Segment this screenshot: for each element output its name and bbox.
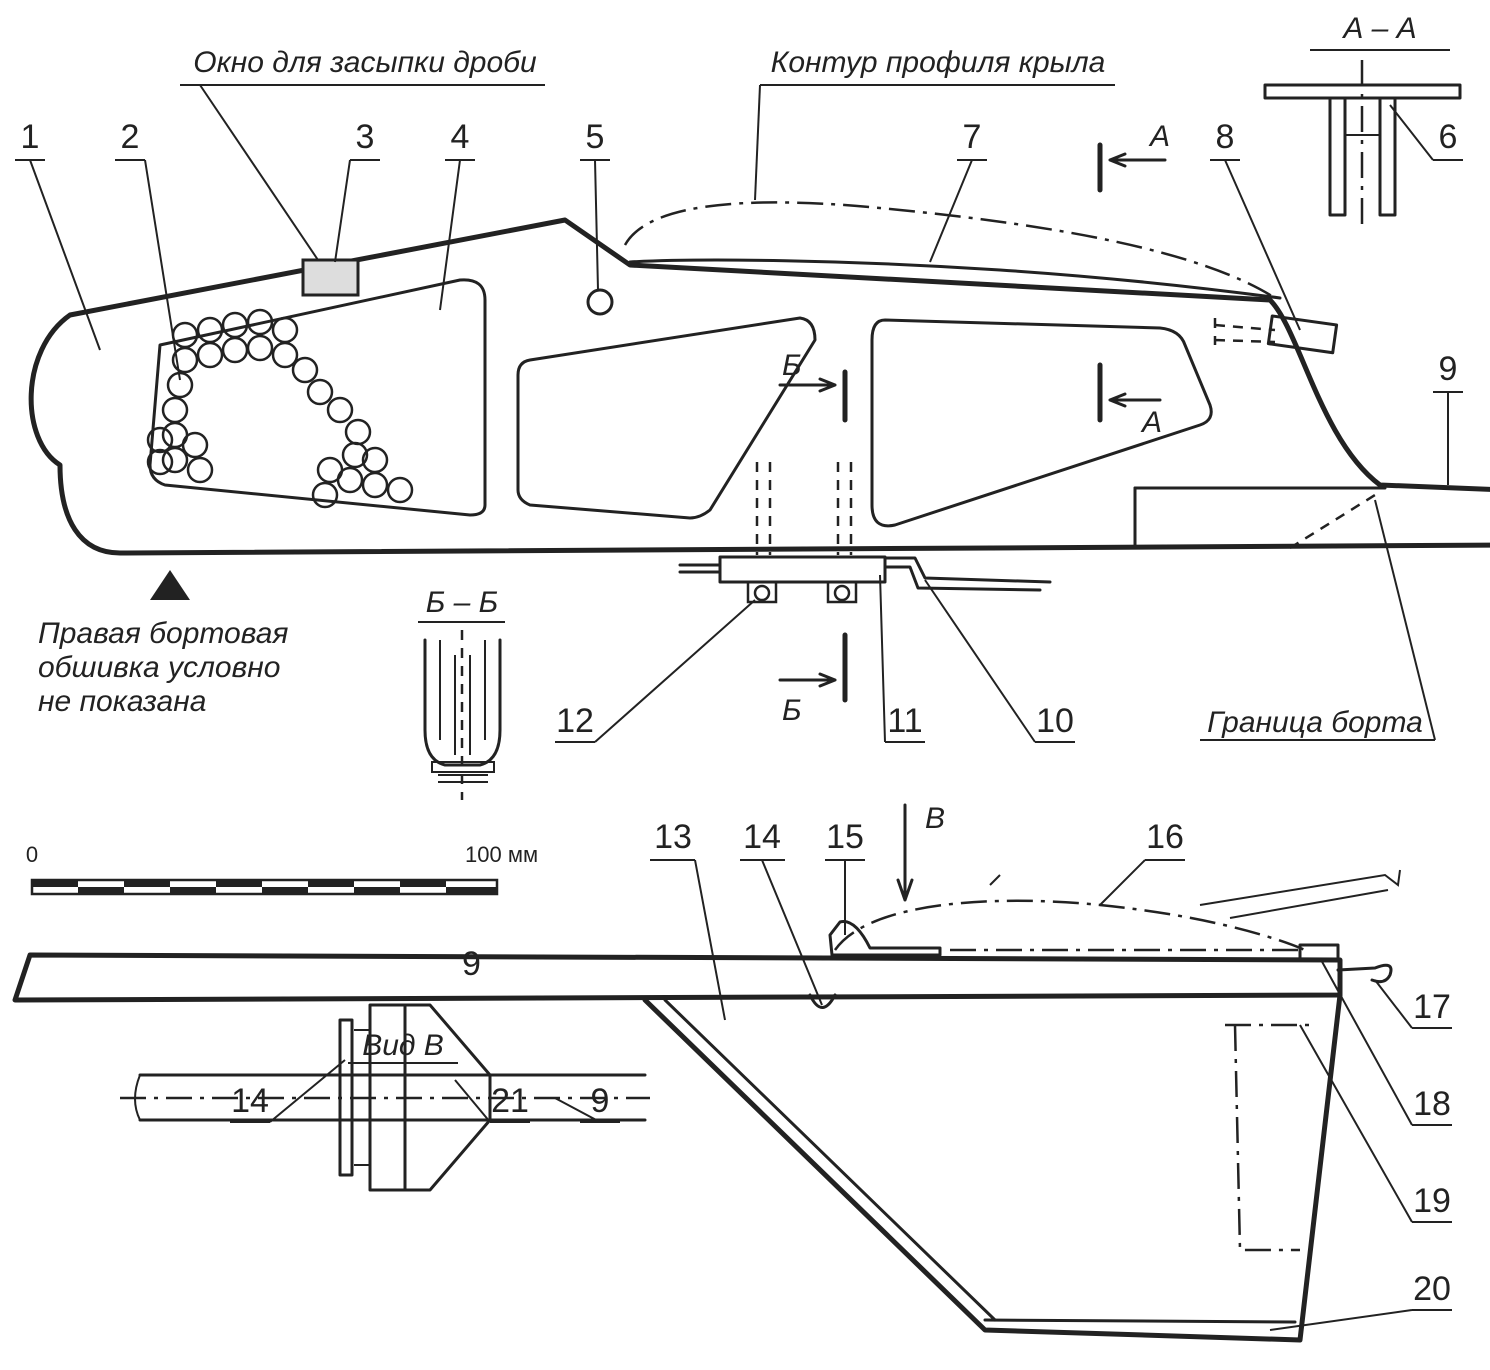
callout-10: 10 bbox=[1036, 702, 1074, 740]
board-border-label: Граница борта bbox=[1207, 706, 1423, 739]
cut-b-upper: Б bbox=[782, 349, 802, 382]
filler-plug bbox=[301, 258, 360, 297]
cut-b-lower: Б bbox=[782, 694, 802, 727]
callout-11: 11 bbox=[887, 702, 922, 740]
callout-9: 9 bbox=[1439, 350, 1458, 388]
shot-pellets bbox=[146, 308, 414, 509]
callout-6: 6 bbox=[1439, 118, 1458, 156]
section-aa-title: А – А bbox=[1341, 12, 1416, 45]
callout-19: 19 bbox=[1413, 1182, 1451, 1220]
callout-20: 20 bbox=[1413, 1270, 1451, 1308]
callout-8: 8 bbox=[1216, 118, 1235, 156]
callout-7: 7 bbox=[963, 118, 982, 156]
section-a-a bbox=[1263, 60, 1462, 225]
view-b bbox=[120, 1003, 650, 1192]
callout-13: 13 bbox=[654, 818, 692, 856]
section-b-b bbox=[423, 630, 502, 800]
mount-plate bbox=[718, 555, 887, 584]
note-line-3: не показана bbox=[38, 685, 206, 718]
callout-14-view: 14 bbox=[231, 1082, 269, 1120]
callout-9-view: 9 bbox=[591, 1082, 610, 1120]
scale-end: 100 мм bbox=[465, 842, 538, 867]
callout-16: 16 bbox=[1146, 818, 1184, 856]
note-line-1: Правая бортовая bbox=[38, 617, 288, 650]
callout-2: 2 bbox=[121, 118, 140, 156]
top-labels: Окно для засыпки дроби Контур профиля кр… bbox=[38, 12, 1450, 741]
note-marker bbox=[150, 570, 190, 600]
cut-a-upper: А bbox=[1148, 120, 1170, 153]
cut-a-lower: А bbox=[1140, 406, 1162, 439]
arrow-b-label: В bbox=[925, 802, 945, 835]
callout-3: 3 bbox=[356, 118, 375, 156]
view-b-title: Вид В bbox=[362, 1029, 444, 1062]
callout-18: 18 bbox=[1413, 1085, 1451, 1123]
callout-12: 12 bbox=[556, 702, 594, 740]
scale-bar: 0 100 мм bbox=[26, 842, 538, 896]
note-line-2: обшивка условно bbox=[38, 651, 280, 684]
callout-9-boom: 9 bbox=[462, 945, 481, 983]
callout-1: 1 bbox=[21, 118, 40, 156]
window-shot-label: Окно для засыпки дроби bbox=[193, 46, 537, 79]
callout-14-top: 14 bbox=[743, 818, 781, 856]
top-callouts: 1 2 3 4 5 6 7 8 9 10 11 12 bbox=[15, 104, 1463, 743]
scale-start: 0 bbox=[26, 842, 38, 867]
fuselage-side-view bbox=[28, 142, 1490, 703]
mounting-hole bbox=[586, 288, 614, 316]
callout-17: 17 bbox=[1413, 988, 1451, 1026]
callout-4: 4 bbox=[451, 118, 470, 156]
callout-5: 5 bbox=[586, 118, 605, 156]
section-bb-title: Б – Б bbox=[426, 586, 498, 619]
callout-21: 21 bbox=[491, 1082, 529, 1120]
callout-15: 15 bbox=[826, 818, 864, 856]
wing-contour-label: Контур профиля крыла bbox=[771, 46, 1106, 79]
bottom-callouts: В Вид В 13 14 15 16 17 18 19 20 21 14 9 … bbox=[230, 802, 1452, 1331]
